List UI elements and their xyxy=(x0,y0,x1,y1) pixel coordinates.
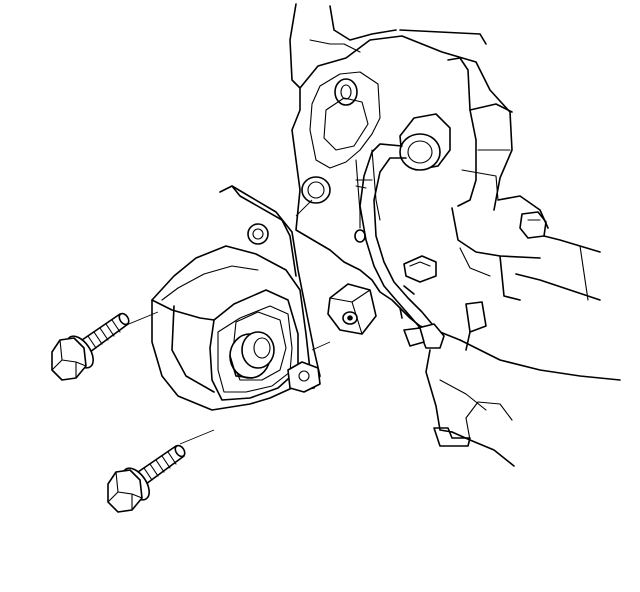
mount-bracket-spacer xyxy=(151,185,321,411)
engine-block-housing xyxy=(289,3,621,467)
alignment-leader-lines xyxy=(123,199,331,445)
flange-bolt-lower xyxy=(107,444,186,513)
mounting-boss xyxy=(327,283,377,335)
flange-bolt-upper xyxy=(51,312,130,381)
hose-assembly xyxy=(355,113,451,349)
